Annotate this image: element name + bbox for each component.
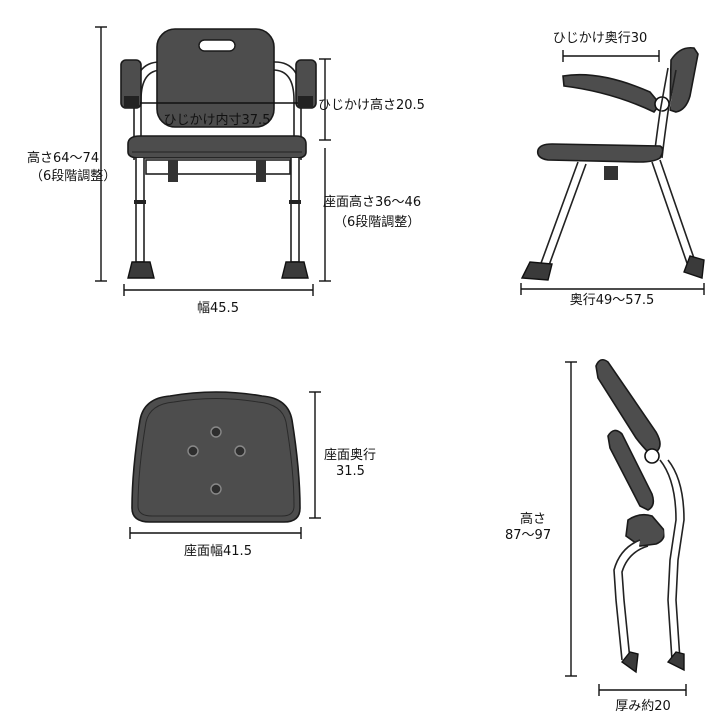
seat-top — [131, 391, 301, 523]
side-seat — [536, 143, 664, 163]
seat-depth-value: 31.5 — [336, 464, 365, 479]
seat-hole-top — [210, 426, 222, 438]
side-rear-leg — [651, 159, 698, 267]
front-seat — [127, 135, 307, 159]
folded-rear-foot — [666, 651, 685, 672]
seat-hole-right — [234, 445, 246, 457]
total-height-note: （6段階調整） — [30, 169, 116, 184]
front-left-foot — [127, 261, 155, 279]
front-right-foot — [281, 261, 309, 279]
backrest-handle-hole — [198, 39, 236, 52]
seat-height-label: 座面高さ36～46 — [323, 194, 421, 210]
armrest-inner-width-label: ひじかけ内寸37.5 — [164, 112, 271, 128]
front-view: ひじかけ内寸37.5 ひじかけ高さ20.5 高さ64～74 （6段階調整） 座面… — [27, 26, 425, 316]
side-view: ひじかけ奥行30 奥行49～57.5 — [520, 31, 705, 308]
left-bracket — [168, 160, 178, 182]
side-front-foot — [520, 261, 553, 281]
armrest-height-label: ひじかけ高さ20.5 — [318, 97, 425, 113]
seat-height-note: （6段階調整） — [334, 215, 420, 230]
folded-height-value: 87～97 — [505, 528, 551, 543]
right-leg-ring — [289, 200, 301, 204]
folded-height-label: 高さ — [520, 511, 546, 527]
under-seat-bar — [145, 159, 291, 175]
armrest-depth-label: ひじかけ奥行30 — [553, 31, 648, 46]
folded-seat — [625, 513, 666, 547]
side-front-leg — [538, 161, 587, 269]
folded-armrest — [607, 429, 655, 511]
seat-width-label: 座面幅41.5 — [184, 544, 252, 559]
seat-top-inner-edge — [137, 398, 295, 517]
side-backrest — [669, 46, 699, 113]
thickness-label: 厚み約20 — [615, 699, 671, 714]
left-leg-ring — [134, 200, 146, 204]
folded-rear-frame — [659, 459, 685, 661]
seat-top-view: 座面奥行 31.5 座面幅41.5 — [129, 391, 376, 559]
folded-view: 高さ 87～97 厚み約20 — [505, 358, 687, 714]
right-bracket — [256, 160, 266, 182]
side-armrest — [562, 73, 662, 114]
depth-label: 奥行49～57.5 — [570, 293, 655, 308]
width-label: 幅45.5 — [197, 301, 239, 316]
total-height-label: 高さ64～74 — [27, 150, 99, 166]
right-armrest-cap — [298, 96, 313, 108]
left-armrest-cap — [124, 96, 139, 108]
front-left-leg — [135, 158, 145, 263]
front-right-leg — [290, 158, 300, 263]
folded-backrest — [595, 358, 661, 455]
side-bracket — [604, 166, 618, 180]
seat-depth-label: 座面奥行 — [324, 448, 376, 463]
folded-hinge-knob — [644, 448, 660, 464]
folded-front-frame — [613, 539, 649, 661]
side-rear-foot — [683, 255, 705, 279]
folded-front-foot — [620, 651, 639, 674]
seat-hole-bottom — [210, 483, 222, 495]
seat-hole-left — [187, 445, 199, 457]
